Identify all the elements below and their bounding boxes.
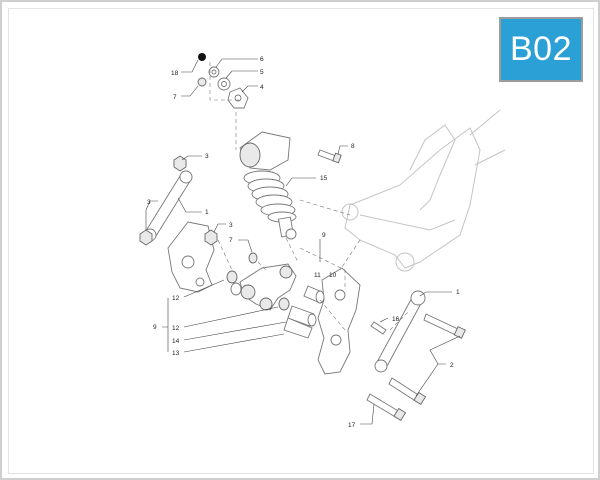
linkage-mount-bracket [167,221,215,293]
callout-7-top: 7 [173,94,177,101]
leader-lines [145,58,461,425]
washer-7-top [197,77,207,87]
callout-15: 15 [320,175,328,182]
callout-3-left: 3 [147,199,151,206]
swingarm-outline [341,109,506,272]
frame-bracket [317,267,361,375]
callout-5: 5 [260,69,264,76]
sleeve-13 [283,317,313,339]
callout-7-mid: 7 [229,237,233,244]
bolt-17 [366,393,407,421]
callout-12-upper: 12 [172,295,180,302]
shock-absorber-15 [239,131,297,240]
top-mount-4 [227,87,249,109]
bushing-12-lower [278,297,290,311]
callout-4: 4 [260,84,264,91]
bushing-12-upper [226,270,242,296]
callout-16: 16 [392,316,400,323]
link-rod-right [374,290,426,373]
callout-18: 18 [171,70,179,77]
sleeve-14 [287,305,317,327]
callout-11: 11 [314,272,321,279]
callout-12-lower: 12 [172,325,180,332]
callout-9-left: 9 [153,324,157,331]
washer-7-mid [248,252,258,264]
diagram-inner-border [8,8,594,474]
bolt-16 [370,321,387,335]
callout-labels: 18 7 6 5 4 3 8 15 3 1 3 7 9 11 10 12 9 1… [147,56,460,429]
bolt-8 [317,149,342,164]
callout-10: 10 [329,272,337,279]
assembly-lines [209,62,411,331]
bolt-2-upper [423,313,466,339]
callout-8: 8 [351,143,355,150]
callout-3-mid: 3 [229,222,233,229]
diagram-code-badge: B02 [499,17,583,82]
callout-3-top: 3 [205,153,209,160]
sleeve-11 [303,285,325,304]
cap-18 [198,53,206,61]
callout-1-right: 1 [456,289,460,296]
callout-2: 2 [450,362,454,369]
link-rod-left [143,170,193,242]
nut-3-top [173,155,187,172]
callout-14: 14 [172,338,180,345]
nut-3-mid [204,229,218,246]
callout-1-left: 1 [205,209,209,216]
washer-6 [208,66,220,78]
callout-9-right: 9 [322,232,326,239]
bolt-2-lower [388,377,427,405]
callout-6: 6 [260,56,264,63]
rocker-link-9 [239,263,297,311]
callout-17: 17 [348,422,356,429]
callout-13: 13 [172,350,180,357]
spacer-5 [217,77,231,91]
